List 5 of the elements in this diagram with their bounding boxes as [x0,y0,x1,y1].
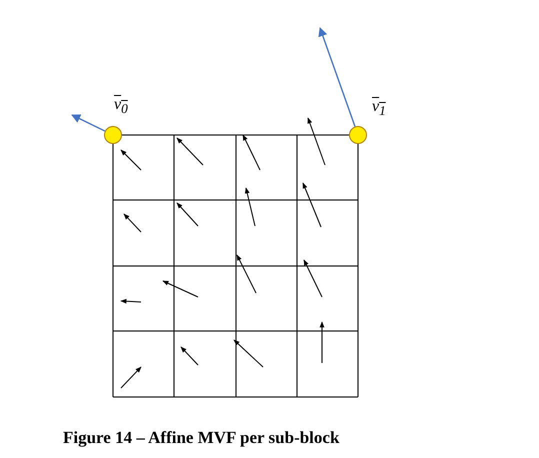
figure-caption: Figure 14 – Affine MVF per sub-block [63,428,340,448]
vector-label: v$_{0}$ [114,96,128,118]
arrow [71,114,106,132]
vector-label: v$_{1}$ [372,98,386,120]
arrow [318,27,356,127]
